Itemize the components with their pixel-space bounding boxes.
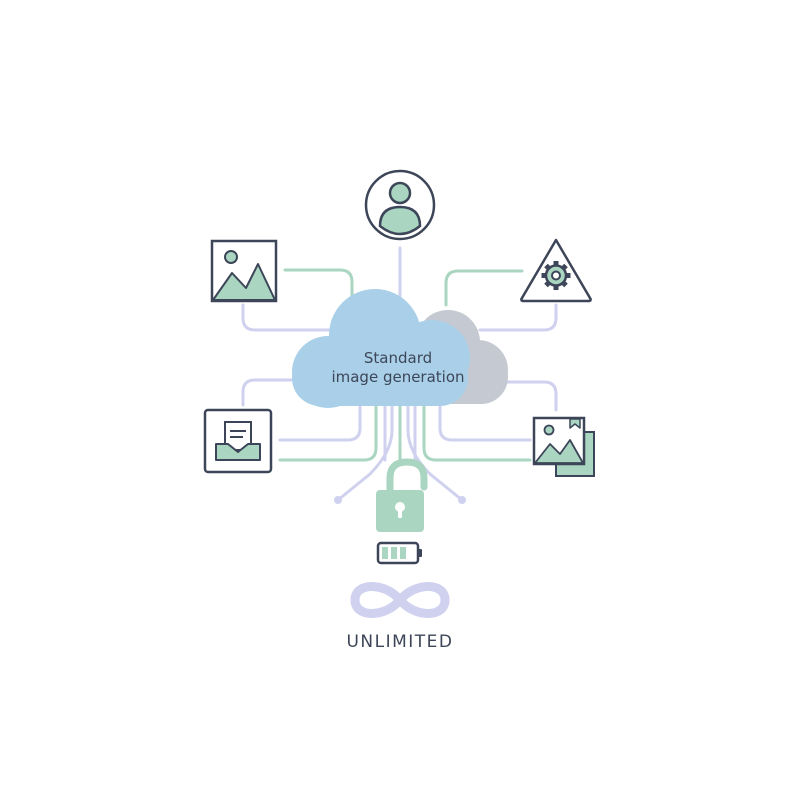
cloud-label-line2: image generation [331, 368, 464, 386]
user-icon [364, 169, 436, 241]
cloud-label-line1: Standard [364, 349, 432, 367]
infinity-icon [350, 582, 450, 618]
image-icon [210, 239, 278, 303]
cloud-main [292, 289, 470, 408]
connector-lines [241, 246, 558, 502]
battery-icon [376, 541, 422, 565]
unlocked-padlock-icon [376, 458, 428, 532]
photo-stack-icon [532, 416, 595, 477]
unlimited-label: UNLIMITED [346, 632, 453, 652]
document-inbox-icon [203, 408, 273, 474]
connector-node [334, 496, 342, 504]
connector-node [458, 496, 466, 504]
gear-warning-icon [520, 238, 592, 303]
